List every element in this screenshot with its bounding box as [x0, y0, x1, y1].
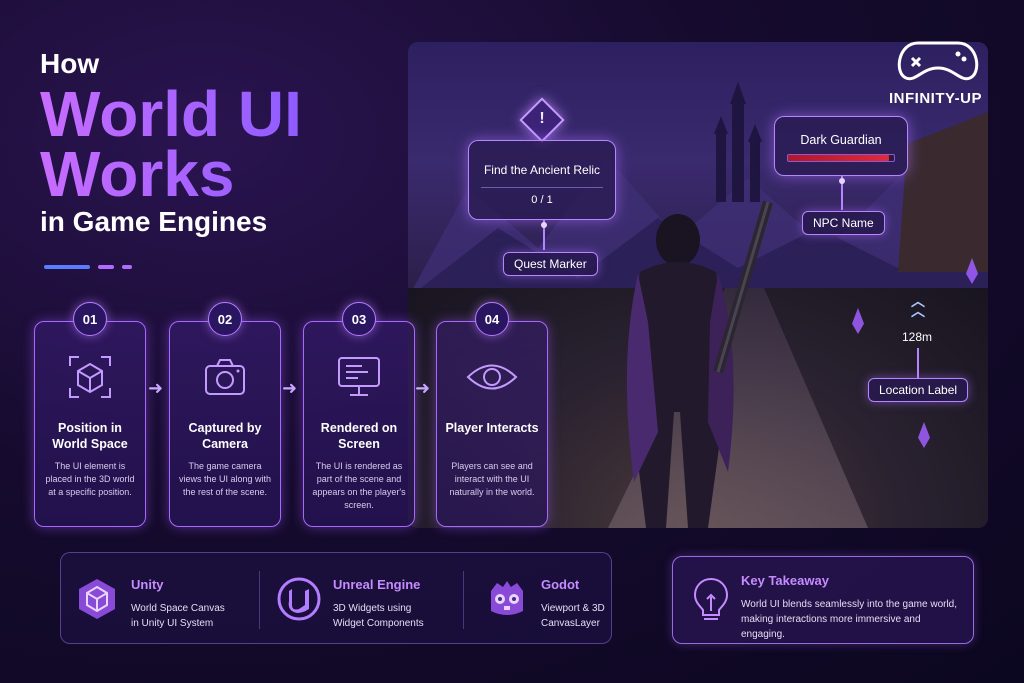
quest-panel[interactable]: Find the Ancient Relic 0 / 1	[468, 140, 616, 220]
separator	[259, 571, 260, 629]
arrow-right-icon: ➜	[148, 378, 164, 398]
engine-desc: Viewport & 3D CanvasLayer	[541, 601, 605, 631]
step-desc: The UI element is placed in the 3D world…	[45, 461, 135, 497]
logo-text: INFINITY-UP	[888, 90, 982, 107]
unreal-icon	[277, 577, 321, 621]
engine-desc: World Space Canvas in Unity UI System	[131, 601, 225, 631]
godot-icon	[491, 581, 523, 615]
step-title: Position in World Space	[52, 421, 128, 451]
separator	[463, 571, 464, 629]
key-takeaway-panel: Key Takeaway World UI blends seamlessly …	[672, 556, 974, 644]
accent-divider	[44, 265, 132, 269]
gamepad-logo-icon	[897, 41, 979, 81]
arrow-right-icon: ➜	[415, 378, 431, 398]
engine-desc-line: CanvasLayer	[541, 618, 600, 629]
camera-icon	[170, 352, 280, 402]
chevron-up-icon: ︿︿	[911, 293, 925, 319]
step-desc: Players can see and interact with the UI…	[449, 461, 535, 497]
takeaway-title: Key Takeaway	[741, 573, 829, 588]
location-connector	[917, 348, 919, 378]
npc-connector	[841, 176, 843, 210]
health-fill	[788, 155, 889, 161]
lightbulb-icon	[693, 577, 729, 620]
step-badge: 04	[475, 302, 509, 336]
hero-character	[626, 200, 773, 528]
connector-dot	[839, 178, 845, 184]
logo: INFINITY-UP	[858, 28, 1008, 118]
npc-name-tag: NPC Name	[802, 211, 885, 235]
npc-panel[interactable]: Dark Guardian	[774, 116, 908, 176]
engines-panel: Unity World Space Canvas in Unity UI Sys…	[60, 552, 612, 644]
step-title: Rendered on Screen	[320, 421, 398, 451]
engine-name: Godot	[541, 577, 580, 592]
unity-icon	[79, 579, 115, 619]
step-card-4: Player Interacts Players can see and int…	[436, 321, 548, 527]
quest-marker-tag: Quest Marker	[503, 252, 598, 276]
step-badge: 01	[73, 302, 107, 336]
engine-desc-line: 3D Widgets using	[333, 603, 412, 614]
step-badge: 03	[342, 302, 376, 336]
step-badge: 02	[208, 302, 242, 336]
distance-label: 128m	[902, 330, 933, 344]
quest-title: Find the Ancient Relic	[483, 163, 601, 177]
engine-desc-line: in Unity UI System	[131, 618, 214, 629]
npc-health-bar	[787, 154, 895, 162]
engine-desc-line: Viewport & 3D	[541, 603, 605, 614]
title-subtitle: in Game Engines	[40, 206, 268, 237]
title-works: Works	[40, 142, 302, 206]
quest-progress: 0 / 1	[531, 194, 553, 206]
engine-desc: 3D Widgets using Widget Components	[333, 601, 424, 631]
title-world-ui: World UI	[40, 78, 302, 150]
step-desc: The UI is rendered as part of the scene …	[312, 461, 406, 510]
connector-dot	[541, 222, 547, 228]
quest-divider	[481, 187, 603, 188]
engine-name: Unreal Engine	[333, 577, 421, 592]
engine-desc-line: Widget Components	[333, 618, 424, 629]
step-title: Captured by Camera	[188, 421, 262, 451]
step-card-3: Rendered on Screen The UI is rendered as…	[303, 321, 415, 527]
location-label-tag: Location Label	[868, 378, 969, 402]
step-card-1: Position in World Space The UI element i…	[34, 321, 146, 527]
arrow-right-icon: ➜	[282, 378, 298, 398]
step-title: Player Interacts	[445, 421, 539, 435]
takeaway-desc: World UI blends seamlessly into the game…	[741, 599, 958, 640]
eye-icon	[437, 352, 547, 402]
step-card-2: Captured by Camera The game camera views…	[169, 321, 281, 527]
step-desc: The game camera views the UI along with …	[178, 461, 272, 497]
engine-name: Unity	[131, 577, 164, 592]
title-how: How	[40, 48, 100, 79]
castle-silhouette	[714, 82, 762, 202]
npc-name: Dark Guardian	[800, 133, 882, 147]
monitor-icon	[304, 352, 414, 402]
cube-icon	[35, 352, 145, 402]
title-block: How World UI Works in Game Engines	[40, 48, 302, 238]
quest-connector	[543, 220, 545, 250]
engine-desc-line: World Space Canvas	[131, 603, 225, 614]
exclamation-icon: !	[539, 110, 545, 127]
